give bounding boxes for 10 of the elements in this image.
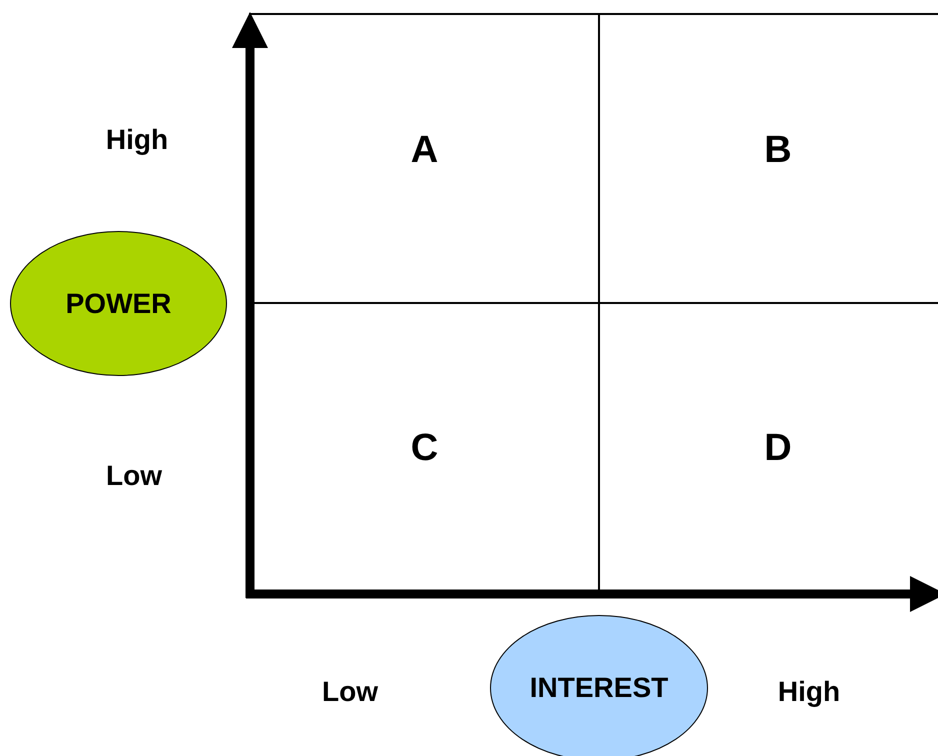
axis-level-label: High: [106, 124, 168, 156]
quadrant-letter: C: [410, 426, 438, 470]
axis-title: POWER: [66, 288, 172, 320]
axis-title: INTEREST: [530, 672, 668, 704]
quadrant-letter: B: [764, 129, 792, 172]
quadrant-letter: A: [410, 129, 438, 172]
axis-level-label: High: [778, 676, 840, 708]
axis-level-label: Low: [106, 460, 162, 492]
quadrant-letter: D: [764, 426, 792, 470]
axis-level-label: Low: [322, 676, 378, 708]
